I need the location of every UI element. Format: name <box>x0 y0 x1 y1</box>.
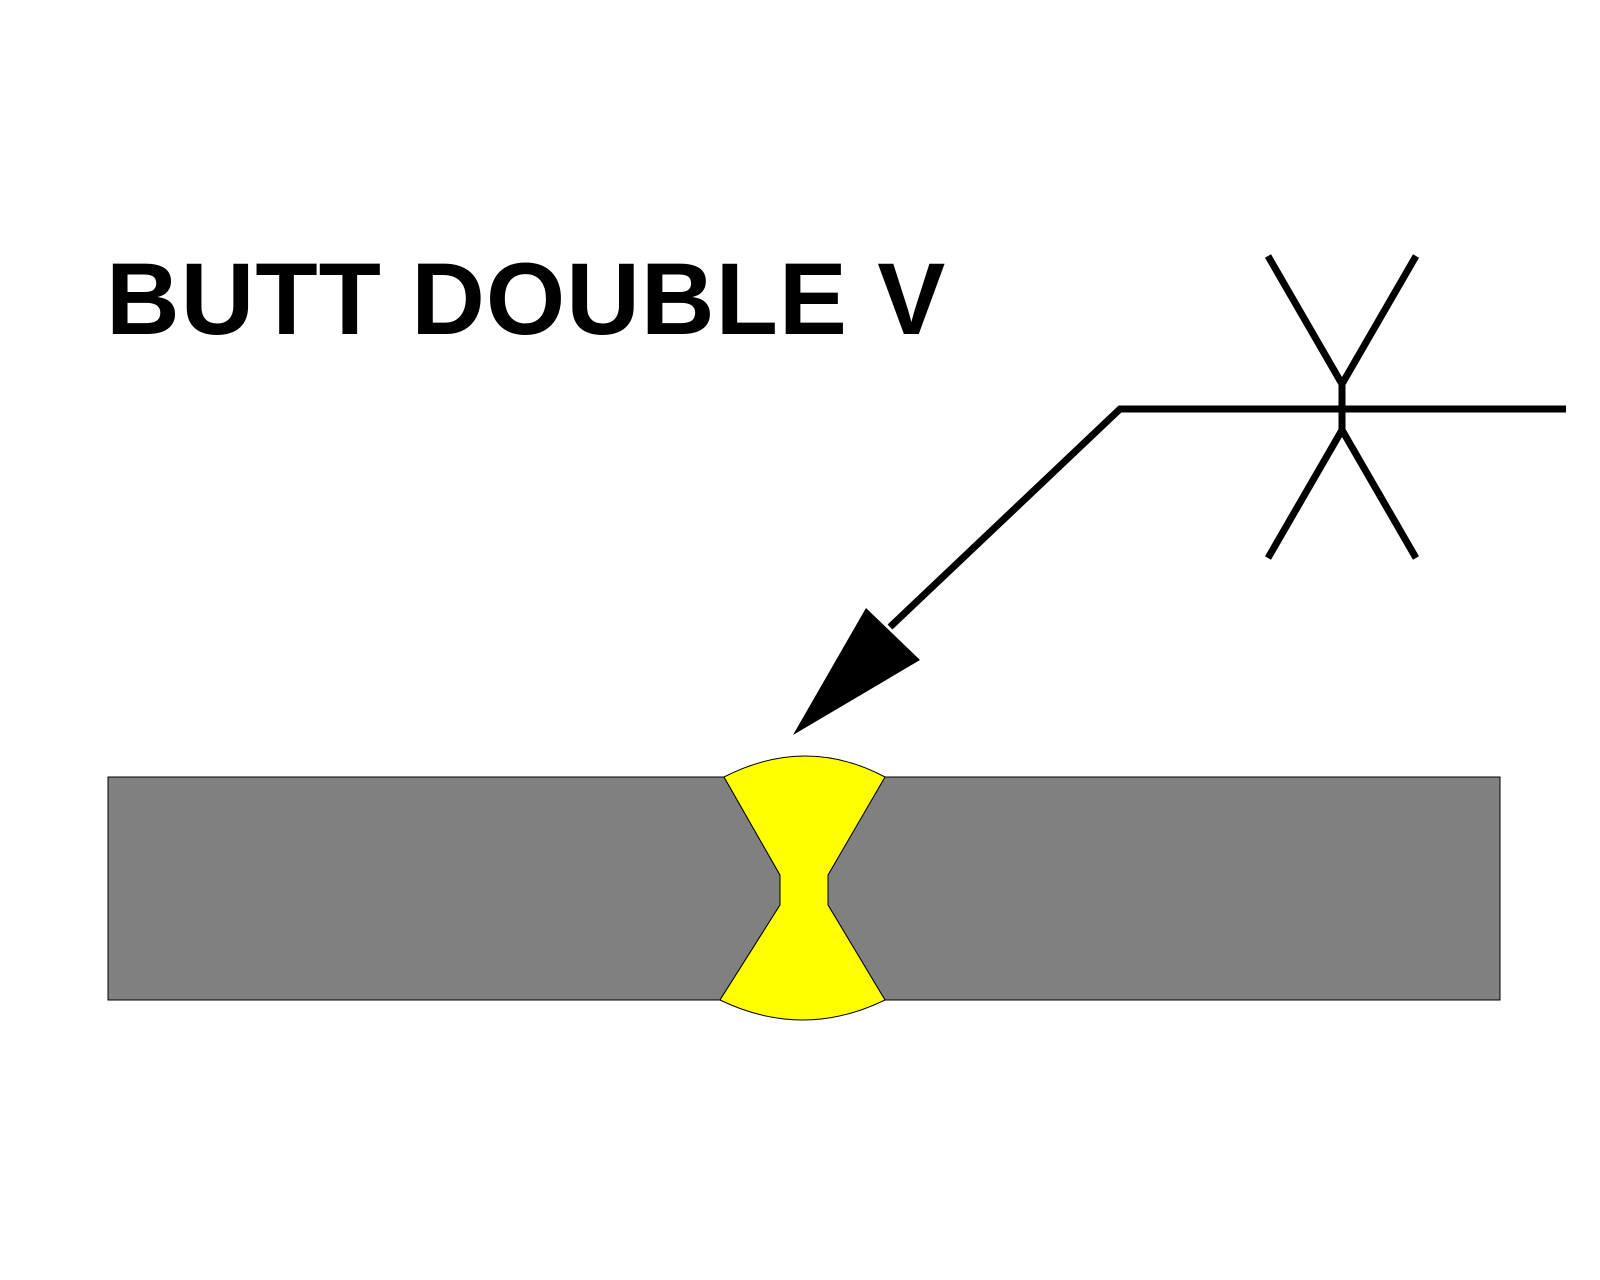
symbol-upper-left-arm <box>1264 254 1346 386</box>
symbol-upper-right-arm <box>1338 254 1420 386</box>
double-v-symbol <box>1264 254 1420 560</box>
symbol-lower-right-arm <box>1338 428 1420 560</box>
symbol-lower-left-arm <box>1264 428 1346 560</box>
left-plate <box>107 776 781 1001</box>
arrowhead <box>793 608 920 735</box>
leader-line <box>887 405 1566 630</box>
diagram-title: BUTT DOUBLE V <box>106 242 947 356</box>
right-plate <box>827 776 1501 1001</box>
weld-bead <box>719 755 886 1021</box>
